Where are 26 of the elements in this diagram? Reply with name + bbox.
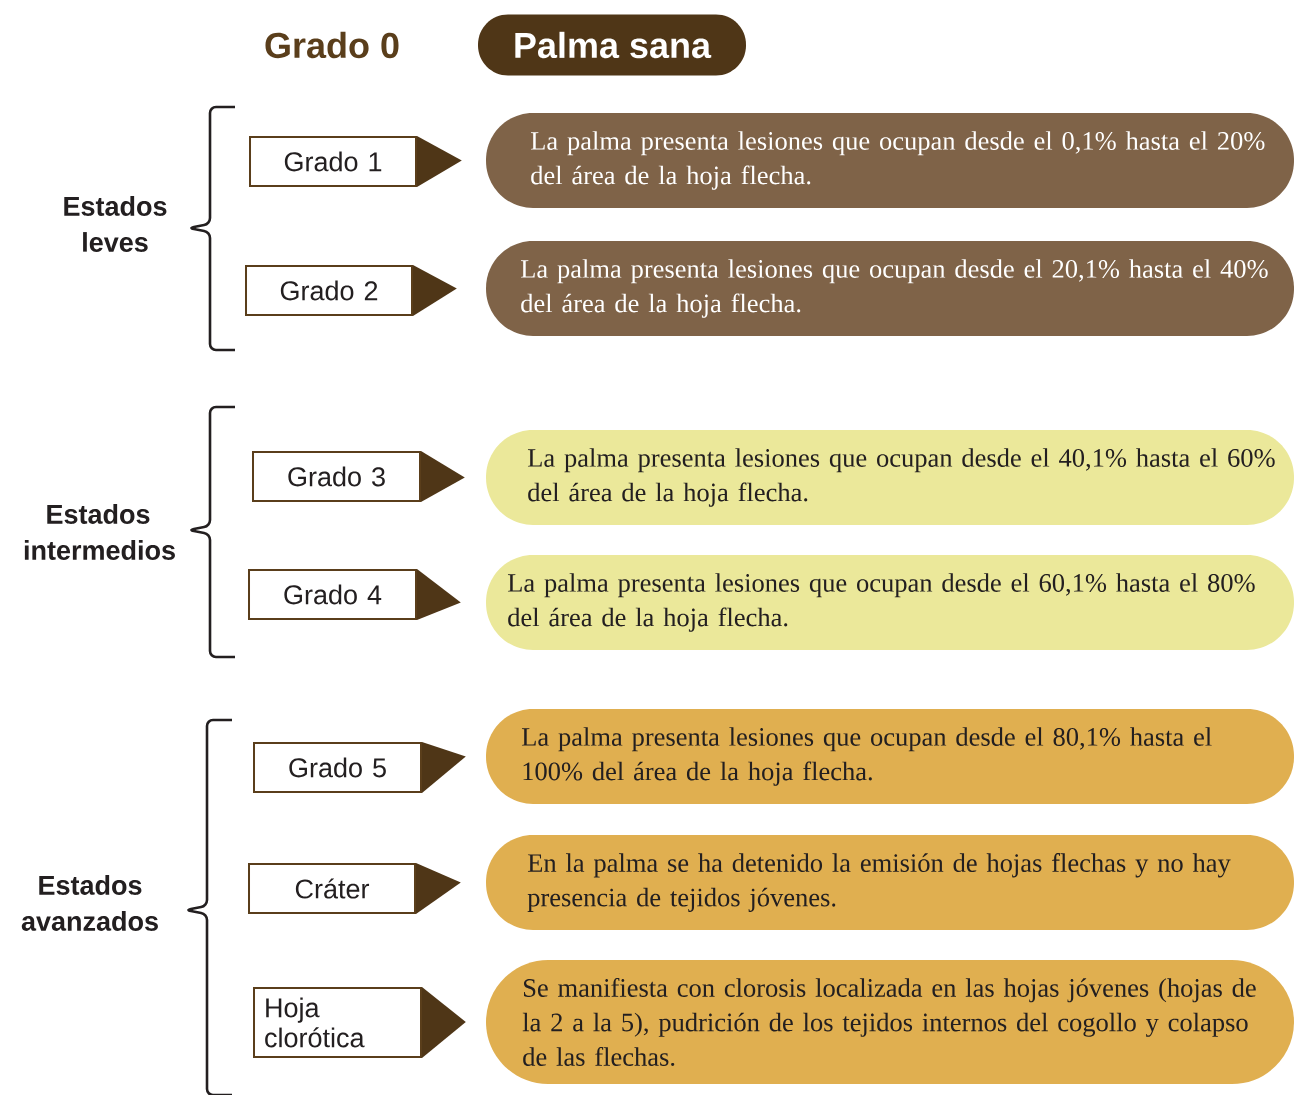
grade-box: Grado 3 xyxy=(252,451,421,502)
arrow xyxy=(417,569,461,620)
description-pill: La palma presenta lesiones que ocupan desde el 40,1% hasta el 60% del área de la hoja flecha. xyxy=(486,430,1294,525)
group-label: Estados avanzados xyxy=(21,875,158,931)
description-pill: La palma presenta lesiones que ocupan desde el 0,1% hasta el 20% del área de la hoja flecha. xyxy=(486,113,1294,208)
grade-box: Grado 4 xyxy=(248,569,417,620)
group-label: Estados intermedios xyxy=(24,504,175,560)
grade-box: Grado 5 xyxy=(253,742,422,793)
arrow xyxy=(421,451,465,502)
arrow xyxy=(417,136,462,187)
arrow xyxy=(422,987,466,1058)
arrow xyxy=(416,863,461,914)
grade-box: Hoja clorótica xyxy=(253,987,422,1058)
grade-heading: Grado 0 xyxy=(265,31,399,59)
description-pill: La palma presenta lesiones que ocupan desde el 80,1% hasta el 100% del área de la hoja flecha. xyxy=(486,709,1294,804)
arrow xyxy=(413,265,457,316)
group-label: Estados leves xyxy=(64,196,167,252)
description-pill: En la palma se ha detenido la emisión de hojas flechas y no hay presencia de tejidos jóvenes. xyxy=(486,835,1294,930)
grade-box: Grado 1 xyxy=(249,136,417,187)
grade-box: Cráter xyxy=(248,863,416,914)
description-pill: Se manifiesta con clorosis localizada en las hojas jóvenes (hojas de la 2 a la 5), pudrición de los tejidos internos del cogollo y colapso de las flechas. xyxy=(486,960,1294,1084)
title-pill: Palma sana xyxy=(478,14,746,76)
arrow xyxy=(422,742,466,793)
description-pill: La palma presenta lesiones que ocupan desde el 60,1% hasta el 80% del área de la hoja flecha. xyxy=(486,555,1294,650)
grade-box: Grado 2 xyxy=(245,265,413,316)
description-pill: La palma presenta lesiones que ocupan desde el 20,1% hasta el 40% del área de la hoja flecha. xyxy=(486,241,1294,336)
